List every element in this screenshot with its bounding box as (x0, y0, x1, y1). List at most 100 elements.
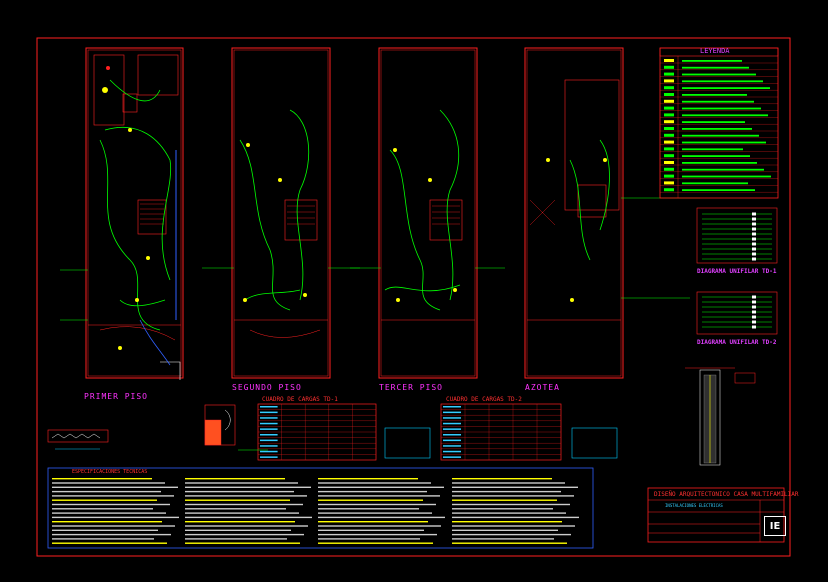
circuit-breaker (752, 237, 756, 241)
spec-text-line (318, 525, 441, 527)
table-cell-text (443, 450, 461, 453)
legend-text-line (682, 66, 749, 69)
spec-text-line (318, 533, 437, 536)
spec-text-line (185, 486, 311, 488)
floor-plan-primer-piso (60, 47, 184, 380)
legend-symbol (664, 161, 674, 164)
table-cell-text (260, 428, 278, 430)
note-box-2 (571, 427, 618, 459)
table-cell-text (260, 439, 278, 442)
circuit-breaker (752, 227, 756, 231)
circuit-breaker (752, 217, 756, 221)
legend-symbol (664, 59, 674, 62)
spec-text-lines (52, 478, 579, 544)
legend-text-line (682, 162, 757, 164)
table-cell-text (443, 428, 461, 430)
load-table-td2 (440, 403, 562, 461)
spec-text-line (452, 516, 579, 519)
legend-text-line (682, 73, 756, 76)
spec-text-line (52, 533, 171, 536)
diagram-td1-title: DIAGRAMA UNIFILAR TD-1 (697, 268, 777, 275)
spec-text-line (452, 486, 578, 488)
diagram-td2-title: DIAGRAMA UNIFILAR TD-2 (697, 339, 777, 346)
legend-text-line (682, 100, 754, 103)
spec-text-line (52, 508, 153, 510)
spec-text-line (185, 538, 287, 540)
spec-text-line (452, 525, 575, 527)
legend-symbol (664, 174, 674, 178)
legend-symbol (664, 133, 674, 137)
spec-text-line (185, 508, 286, 510)
legend-symbol (664, 120, 674, 124)
legend-symbol (664, 106, 674, 110)
spec-text-line (185, 478, 285, 480)
circuit-breaker (752, 232, 756, 236)
spec-text-line (185, 529, 291, 531)
td2-circuit-lines (702, 295, 772, 329)
spec-text-line (52, 495, 174, 497)
table-cell-text (260, 434, 278, 436)
spec-text-line (185, 512, 299, 514)
circuit-breaker (752, 305, 756, 309)
legend-text-line (682, 182, 748, 185)
spec-text-line (318, 521, 428, 523)
legend-symbol (664, 86, 674, 90)
spec-text-line (318, 499, 423, 501)
spec-text-line (452, 478, 552, 480)
spec-text-line (318, 512, 432, 514)
table-cell-text (260, 450, 278, 453)
circuit-breaker (752, 252, 756, 256)
floor-label-primer: PRIMER PISO (84, 392, 148, 401)
table-cell-text (443, 434, 461, 436)
legend-text-line (682, 155, 750, 157)
table-cell-text (443, 417, 461, 419)
circuit-breaker (752, 295, 756, 299)
table-cell-text (260, 445, 278, 447)
table-cell-text (260, 406, 278, 408)
spec-text-line (52, 486, 178, 488)
table-td2-title: CUADRO DE CARGAS TD-2 (446, 396, 522, 403)
spec-text-line (185, 521, 295, 523)
table-cell-text (260, 456, 278, 458)
spec-text-line (52, 525, 175, 527)
table-cell-text (443, 411, 461, 414)
legend-title: LEYENDA (700, 47, 730, 55)
spec-text-line (452, 521, 562, 523)
spec-text-line (318, 482, 431, 484)
circuit-breaker (752, 300, 756, 304)
legend-symbol (664, 147, 674, 151)
table-td1-title: CUADRO DE CARGAS TD-1 (262, 396, 338, 403)
spec-text-line (52, 542, 167, 544)
spec-text-line (185, 542, 300, 544)
spec-text-line (452, 482, 565, 484)
diagram-unifilar-td2 (696, 291, 778, 335)
legend-text-line (682, 175, 771, 178)
table-cell-text (443, 422, 461, 425)
table-cell-text (443, 445, 461, 447)
spec-text-line (52, 516, 179, 519)
spec-text-line (318, 538, 420, 540)
legend-symbol (664, 181, 674, 185)
load-table-td2-grid (441, 404, 561, 460)
load-table-td1-grid (258, 404, 376, 460)
circuit-breaker (752, 325, 756, 329)
title-block (647, 487, 785, 543)
legend-text-line (682, 141, 766, 144)
legend-symbol (664, 99, 674, 103)
legend-text-line (682, 128, 752, 130)
spec-text-line (318, 516, 445, 519)
table-cell-text (260, 411, 278, 414)
spec-text-line (52, 490, 161, 493)
load-table-td1 (257, 403, 377, 461)
floor-label-azotea: AZOTEA (525, 383, 560, 392)
table-cell-text (443, 439, 461, 442)
legend-text-line (682, 168, 764, 171)
legend-symbol (664, 154, 674, 158)
floor-label-tercer: TERCER PISO (379, 383, 443, 392)
spec-text-line (318, 529, 424, 531)
legend-text-line (682, 87, 770, 89)
floor-label-segundo: SEGUNDO PISO (232, 383, 302, 392)
spec-text-line (185, 516, 312, 519)
spec-text-line (185, 525, 308, 527)
